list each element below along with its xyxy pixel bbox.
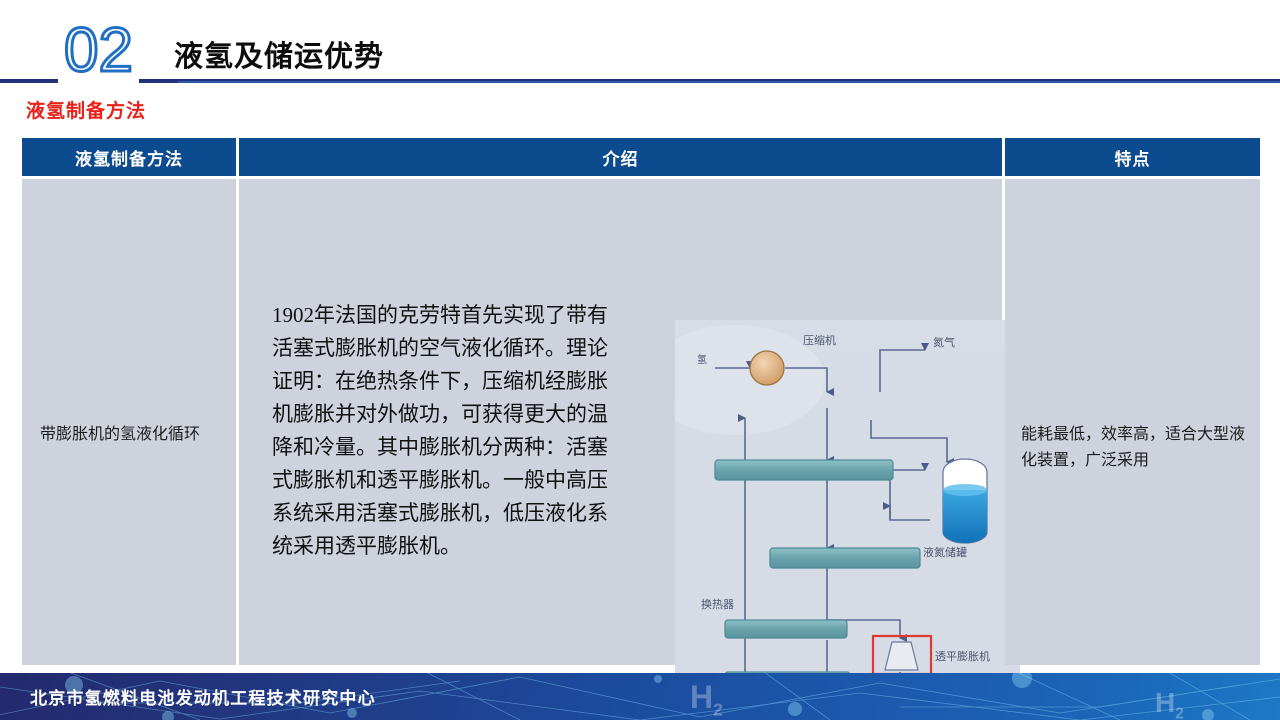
slide-header: 02 液氢及储运优势 液氢制备方法 bbox=[0, 0, 1280, 128]
footer-organization: 北京市氢燃料电池发动机工程技术研究中心 bbox=[30, 689, 376, 708]
label-liquid-nitrogen-tank: 液氮储罐 bbox=[923, 545, 967, 559]
label-turbo-expander: 透平膨胀机 bbox=[935, 649, 990, 663]
table-row: 带膨胀机的氢液化循环 1902年法国的克劳特首先实现了带有活塞式膨胀机的空气液化… bbox=[22, 179, 1260, 720]
slide-footer: H2 H2 北京市氢燃料电池发动机工程技术研究中心 bbox=[0, 673, 1280, 720]
h2-watermark: H2 bbox=[690, 679, 723, 720]
cell-feature: 能耗最低，效率高，适合大型液化装置，广泛采用 bbox=[1005, 179, 1260, 665]
h2-watermark-subscript: 2 bbox=[713, 699, 723, 720]
cell-method-text: 带膨胀机的氢液化循环 bbox=[40, 426, 201, 443]
h2-watermark-letter-2: H bbox=[1155, 687, 1176, 718]
h2-watermark-secondary: H2 bbox=[1155, 687, 1184, 720]
cell-method: 带膨胀机的氢液化循环 bbox=[22, 179, 236, 665]
header-rule-accent bbox=[178, 81, 1280, 83]
label-nitrogen-gas: 氮气 bbox=[933, 335, 955, 349]
section-number: 02 bbox=[58, 15, 139, 87]
label-compressor: 压缩机 bbox=[803, 333, 836, 347]
compressor-symbol bbox=[749, 350, 785, 386]
liquid-nitrogen-tank-symbol bbox=[942, 458, 988, 544]
column-header-feature: 特点 bbox=[1005, 138, 1260, 176]
sub-title: 液氢制备方法 bbox=[26, 101, 147, 122]
methods-table: 液氢制备方法 介绍 特点 带膨胀机的氢液化循环 1902年法国的克劳特首先实现了… bbox=[22, 138, 1260, 720]
cell-intro: 1902年法国的克劳特首先实现了带有活塞式膨胀机的空气液化循环。理论证明：在绝热… bbox=[239, 179, 1020, 720]
page-title: 液氢及储运优势 bbox=[168, 37, 391, 77]
column-header-method: 液氢制备方法 bbox=[22, 138, 236, 176]
h2-watermark-subscript-2: 2 bbox=[1175, 705, 1184, 720]
cell-intro-text: 1902年法国的克劳特首先实现了带有活塞式膨胀机的空气液化循环。理论证明：在绝热… bbox=[272, 303, 608, 558]
column-header-intro: 介绍 bbox=[239, 138, 1002, 176]
table-header-row: 液氢制备方法 介绍 特点 bbox=[22, 138, 1260, 176]
hydrogen-liquefaction-flow-diagram: 氢 压缩机 氮气 换热器 液氮储罐 透平膨胀机 节流阀 液氢储罐 氢膨胀机 bbox=[675, 320, 1020, 720]
label-heat-exchanger: 换热器 bbox=[701, 597, 734, 611]
h2-watermark-letter: H bbox=[690, 679, 714, 715]
cell-feature-text: 能耗最低，效率高，适合大型液化装置，广泛采用 bbox=[1021, 426, 1246, 469]
label-hydrogen-inlet: 氢 bbox=[697, 353, 707, 366]
footer-network-decoration bbox=[0, 673, 1280, 720]
